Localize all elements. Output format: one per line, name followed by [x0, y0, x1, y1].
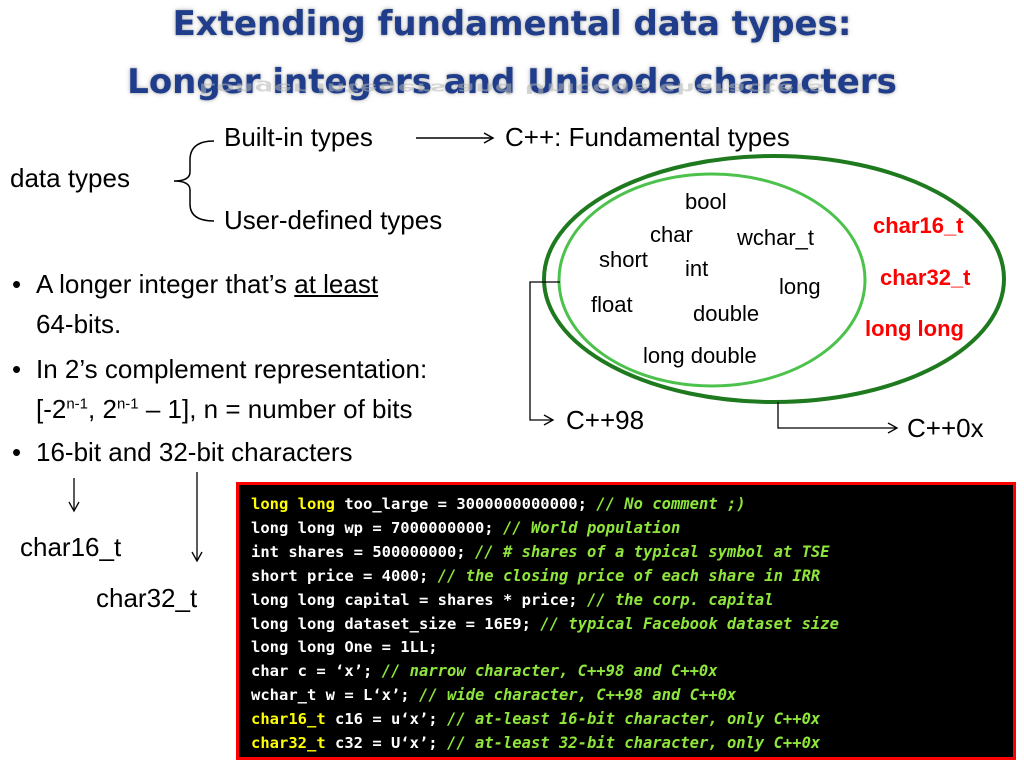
type-short: short — [599, 247, 648, 272]
code-line: char16_t c16 = u‘x’; // at-least 16-bit … — [251, 710, 821, 729]
bullet-characters: •16-bit and 32-bit characters — [12, 437, 353, 467]
cpp0x-label: C++0x — [907, 413, 984, 443]
code-line: long long wp = 7000000000; // World popu… — [251, 518, 681, 537]
data-types-label: data types — [10, 163, 130, 193]
type-long: long — [779, 274, 821, 299]
bullet-twos-complement: •In 2’s complement representation: [-2n-… — [12, 354, 428, 424]
user-defined-types-label: User-defined types — [224, 205, 443, 235]
builtin-types-label: Built-in types — [224, 122, 373, 152]
cpp98-connector — [529, 281, 560, 421]
char32-label: char32_t — [96, 583, 198, 613]
type-int: int — [685, 256, 709, 281]
cpp98-ellipse — [557, 172, 867, 388]
type-char: char — [650, 222, 693, 247]
new-type-long-long: long long — [865, 316, 964, 341]
type-double: double — [693, 301, 760, 326]
type-long-double: long double — [643, 343, 757, 368]
code-line: long long capital = shares * price; // t… — [251, 590, 774, 609]
type-bool: bool — [685, 189, 727, 214]
code-block: long long too_large = 3000000000000; // … — [236, 482, 1016, 760]
type-float: float — [591, 292, 633, 317]
code-line: long long dataset_size = 16E9; // typica… — [251, 614, 839, 633]
data-types-brace — [173, 140, 215, 222]
new-type-char16: char16_t — [873, 213, 964, 238]
bullet-longer-integer: •A longer integer that’s at least 64-bit… — [12, 269, 379, 339]
slide-title-line2: Longer integers and Unicode characters — [127, 62, 897, 102]
char16-label: char16_t — [20, 532, 122, 562]
fundamental-types-label: C++: Fundamental types — [505, 122, 790, 152]
code-line: char c = ‘x’; // narrow character, C++98… — [251, 662, 718, 681]
code-line: long long too_large = 3000000000000; // … — [251, 495, 746, 513]
code-line: long long One = 1LL; — [251, 638, 438, 657]
cpp98-label: C++98 — [566, 405, 645, 435]
cpp0x-ellipse — [542, 154, 1006, 404]
type-wchar-t: wchar_t — [737, 225, 815, 250]
code-line: char32_t c32 = U‘x’; // at-least 32-bit … — [251, 734, 821, 753]
cpp0x-connector — [777, 402, 896, 429]
code-line: wchar_t w = L‘x’; // wide character, C++… — [251, 686, 737, 705]
new-type-char32: char32_t — [880, 265, 971, 290]
at-least-underlined: at least — [294, 269, 379, 299]
slide-title-line1: Extending fundamental data types: — [172, 4, 852, 44]
code-line: int shares = 500000000; // # shares of a… — [251, 542, 830, 561]
code-line: short price = 4000; // the closing price… — [251, 566, 821, 585]
